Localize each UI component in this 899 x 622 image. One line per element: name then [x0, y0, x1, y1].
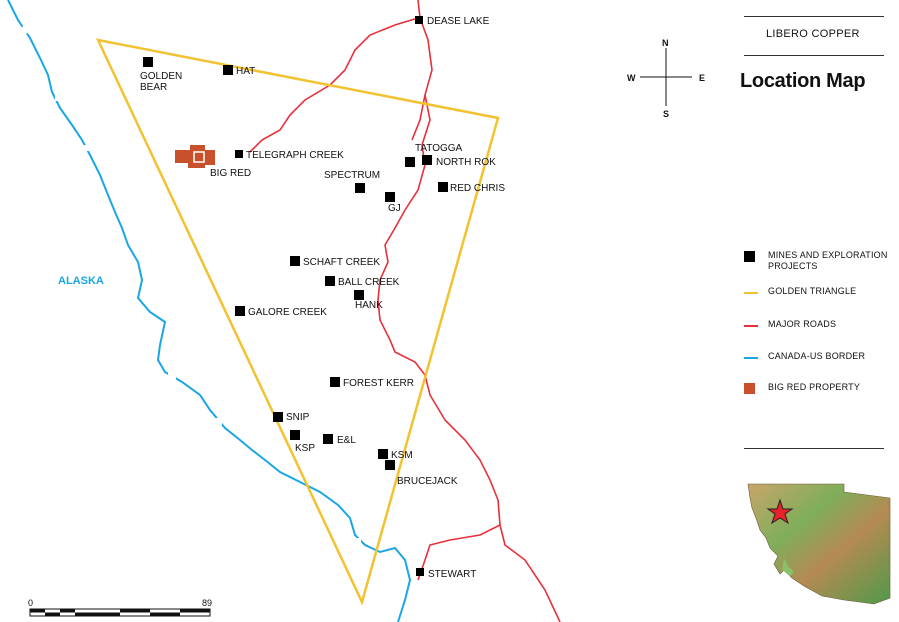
- place-label: HAT: [236, 66, 255, 77]
- place-label-line: BEAR: [140, 82, 167, 93]
- legend-symbol-line: [744, 319, 758, 333]
- legend-item-property: BIG RED PROPERTY: [744, 382, 894, 396]
- page-title: Location Map: [740, 70, 866, 92]
- place-label: BALL CREEK: [338, 277, 400, 288]
- marker-snip: [273, 412, 283, 422]
- marker-tatogga: [405, 157, 415, 167]
- scale-end: 89: [202, 598, 212, 608]
- marker-ball-creek: [325, 276, 335, 286]
- marker-north-rok: [422, 155, 432, 165]
- place-label: KSM: [391, 450, 413, 461]
- place-label: E&L: [337, 435, 356, 446]
- compass-e: E: [699, 73, 705, 83]
- place-label: FOREST KERR: [343, 378, 414, 389]
- marker-ksp: [290, 430, 300, 440]
- legend-item-major-roads: MAJOR ROADS: [744, 319, 894, 333]
- marker-brucejack: [385, 460, 395, 470]
- compass-n: N: [662, 38, 669, 48]
- compass-rose: N S E W: [627, 38, 705, 119]
- legend-label: MAJOR ROADS: [768, 319, 837, 329]
- place-label: GJ: [388, 203, 401, 214]
- place-label: HANK: [355, 300, 383, 311]
- legend-label: MINES AND EXPLORATION PROJECTS: [768, 250, 888, 272]
- legend-symbol-property: [744, 382, 758, 396]
- marker-telegraph-creek: [235, 150, 243, 158]
- place-label: NORTH ROK: [436, 157, 496, 168]
- legend-symbol-line: [744, 286, 758, 300]
- marker-hank: [354, 290, 364, 300]
- compass-w: W: [627, 73, 636, 83]
- scale-start: 0: [28, 598, 33, 608]
- place-label-line: GOLDEN: [140, 71, 182, 82]
- legend-item-projects: MINES AND EXPLORATION PROJECTS: [744, 250, 894, 272]
- legend-item-golden-triangle: GOLDEN TRIANGLE: [744, 286, 894, 300]
- place-label: RED CHRIS: [450, 183, 505, 194]
- compass-s: S: [663, 109, 669, 119]
- legend-label: BIG RED PROPERTY: [768, 382, 861, 392]
- big-red-property: [175, 145, 215, 168]
- legend-label: CANADA-US BORDER: [768, 351, 866, 361]
- place-label: STEWART: [428, 569, 476, 580]
- place-label: SNIP: [286, 412, 310, 423]
- divider: [744, 16, 884, 17]
- marker-e-and-l: [323, 434, 333, 444]
- property-label: BIG RED: [210, 168, 251, 179]
- company-name: LIBERO COPPER: [766, 28, 860, 40]
- divider: [744, 448, 884, 449]
- marker-galore-creek: [235, 306, 245, 316]
- legend-symbol-line: [744, 351, 758, 365]
- legend-item-border: CANADA-US BORDER: [744, 351, 894, 365]
- place-label: TATOGGA: [415, 143, 463, 154]
- divider: [744, 55, 884, 56]
- place-label: SCHAFT CREEK: [303, 257, 380, 268]
- marker-hat: [223, 65, 233, 75]
- marker-stewart: [416, 568, 424, 576]
- legend-panel: LIBERO COPPER Location Map MINES AND EXP…: [740, 0, 891, 622]
- marker-forest-kerr: [330, 377, 340, 387]
- golden-triangle: [95, 38, 500, 606]
- marker-red-chris: [438, 182, 448, 192]
- marker-gj: [385, 192, 395, 202]
- place-label: DEASE LAKE: [427, 16, 490, 27]
- place-labels: DEASE LAKE GOLDEN BEAR HAT TELEGRAPH CRE…: [140, 16, 505, 580]
- legend-label: GOLDEN TRIANGLE: [768, 286, 857, 296]
- region-label: ALASKA: [58, 275, 104, 287]
- marker-ksm: [378, 449, 388, 459]
- legend-symbol-square: [744, 250, 758, 264]
- marker-spectrum: [355, 183, 365, 193]
- location-star-icon: [766, 498, 794, 525]
- place-label: GOLDEN BEAR: [140, 71, 185, 93]
- legend-label-line: MINES AND EXPLORATION: [768, 250, 888, 260]
- marker-golden-bear: [143, 57, 153, 67]
- project-markers: [143, 16, 448, 576]
- place-label: BRUCEJACK: [397, 476, 458, 487]
- inset-map-bc: [747, 483, 891, 605]
- scale-bar: 0 89: [28, 598, 212, 617]
- location-map: BIG RED ALASKA DEASE LAKE GOLDEN BEAR HA…: [7, 0, 705, 622]
- marker-schaft-creek: [290, 256, 300, 266]
- legend-label-line: PROJECTS: [768, 261, 818, 271]
- canada-us-border: [7, 0, 412, 622]
- place-label: KSP: [295, 443, 315, 454]
- place-label: SPECTRUM: [324, 170, 380, 181]
- marker-dease-lake: [415, 16, 423, 24]
- place-label: TELEGRAPH CREEK: [246, 150, 344, 161]
- place-label: GALORE CREEK: [248, 307, 327, 318]
